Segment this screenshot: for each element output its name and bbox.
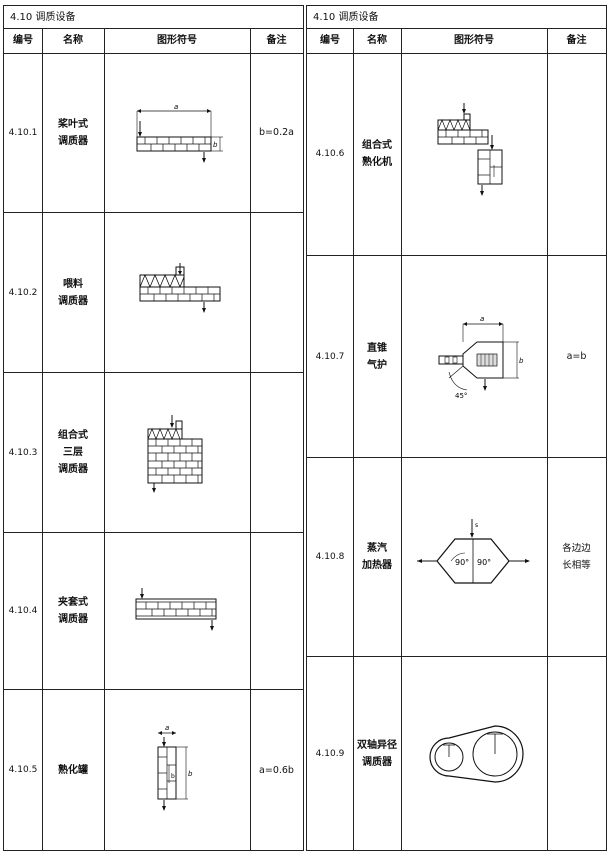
row-number: 4.10.3 [8, 447, 38, 458]
row-number: 4.10.5 [8, 765, 38, 775]
row-name: 组合式三层调质器 [58, 430, 88, 475]
table-row: 4.10.3 组合式三层调质器 [4, 373, 303, 533]
svg-text:b: b [519, 357, 524, 365]
header-num: 编号 [13, 35, 33, 46]
row-name: 组合式熟化机 [362, 140, 392, 168]
row-note: a=b [566, 351, 587, 362]
row-note [250, 213, 303, 372]
symbol-paddle-conditioner: a b [104, 53, 250, 212]
row-number: 4.10.2 [8, 287, 38, 298]
svg-text:b: b [188, 770, 193, 778]
svg-text:a: a [480, 315, 484, 323]
row-name: 直锥气护 [367, 342, 387, 371]
symbol-maturing-tank: a b b [104, 690, 250, 850]
header-name: 名称 [367, 35, 387, 46]
header-note: 备注 [566, 35, 587, 46]
header-symbol: 图形符号 [157, 35, 197, 46]
row-name: 喂料调质器 [58, 278, 88, 307]
row-name: 蒸汽加热器 [362, 543, 392, 571]
symbol-steam-heater: s 90° 90° [401, 458, 547, 656]
row-note [250, 533, 303, 689]
row-name: 熟化罐 [58, 764, 88, 776]
symbol-twin-shaft-conditioner [401, 657, 547, 850]
symbol-combined-maturing-machine [401, 53, 547, 255]
table-header: 编号 名称 图形符号 备注 [4, 29, 303, 54]
svg-text:s: s [475, 522, 478, 529]
symbol-direct-cone-steamer: a b [401, 256, 547, 457]
symbol-three-layer-conditioner [104, 373, 250, 532]
header-num: 编号 [320, 35, 340, 46]
row-number: 4.10.6 [315, 149, 345, 159]
table-header: 编号 名称 图形符号 备注 [307, 29, 606, 54]
svg-text:b: b [171, 773, 175, 780]
table-row: 4.10.4 夹套式调质器 [4, 533, 303, 690]
symbol-jacketed-conditioner [104, 533, 250, 689]
table-row: 4.10.8 蒸汽加热器 s 90° 90° 各边边长相等 [307, 458, 606, 657]
row-note: 各边边长相等 [562, 543, 591, 571]
row-note: b=0.2a [259, 127, 294, 138]
left-table: 4.10 调质设备 编号 名称 图形符号 备注 4.10.1 桨叶式调质器 a [3, 5, 304, 851]
row-name: 夹套式调质器 [58, 597, 88, 625]
row-note [250, 373, 303, 532]
table-row: 4.10.5 熟化罐 a b [4, 690, 303, 850]
table-row: 4.10.6 组合式熟化机 [307, 53, 606, 256]
table-row: 4.10.1 桨叶式调质器 a [4, 53, 303, 213]
svg-text:90°: 90° [455, 558, 469, 567]
section-title: 4.10 调质设备 [4, 6, 303, 29]
svg-text:b: b [213, 141, 218, 149]
row-name: 桨叶式调质器 [58, 118, 88, 147]
symbol-feeding-conditioner [104, 213, 250, 372]
row-number: 4.10.4 [8, 606, 38, 616]
row-note: a=0.6b [259, 764, 294, 776]
svg-text:45°: 45° [455, 392, 467, 400]
row-note [547, 657, 606, 850]
svg-text:90°: 90° [477, 558, 491, 567]
right-table: 4.10 调质设备 编号 名称 图形符号 备注 4.10.6 组合式熟化机 [306, 5, 607, 851]
svg-text:a: a [174, 103, 178, 111]
row-number: 4.10.8 [315, 552, 345, 562]
header-symbol: 图形符号 [454, 35, 494, 46]
row-number: 4.10.1 [8, 127, 38, 138]
row-name: 双轴异径调质器 [357, 739, 397, 768]
row-note [547, 53, 606, 255]
row-number: 4.10.7 [315, 351, 345, 362]
table-row: 4.10.9 双轴异径调质器 [307, 657, 606, 850]
row-number: 4.10.9 [315, 748, 345, 759]
table-row: 4.10.7 直锥气护 a [307, 256, 606, 458]
section-title: 4.10 调质设备 [307, 6, 606, 29]
header-note: 备注 [266, 35, 287, 46]
svg-text:a: a [165, 724, 169, 732]
header-name: 名称 [63, 35, 83, 46]
table-row: 4.10.2 喂料调质器 [4, 213, 303, 373]
